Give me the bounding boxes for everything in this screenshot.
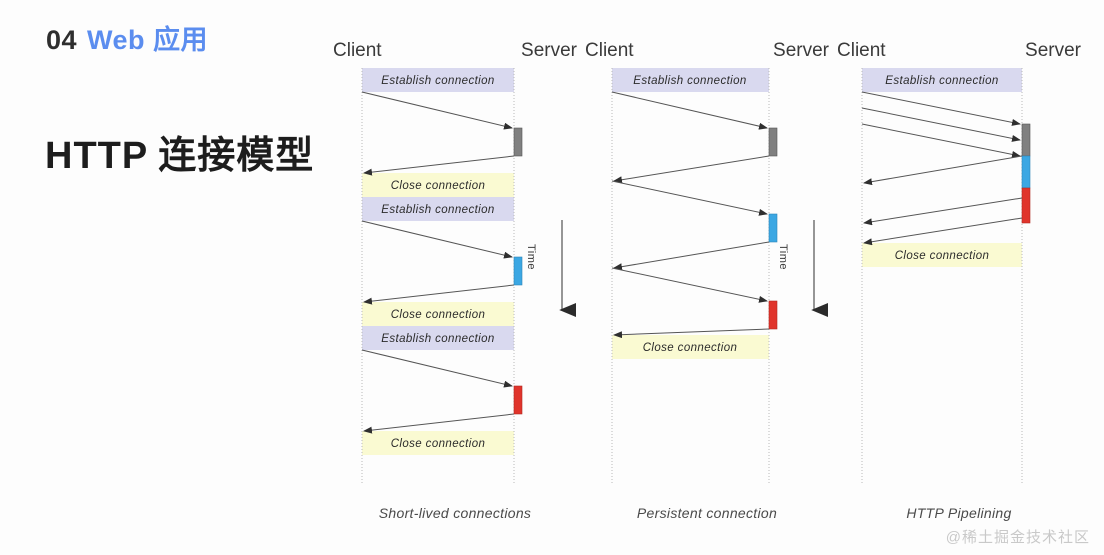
sequence-svg-short-lived: Establish connection Close connection Es… [330,68,580,498]
diagram-pipelining: Client Server Establish connection Close… [834,0,1084,555]
sequence-svg-pipelining: Establish connection Close connection [834,68,1084,498]
actor-label-server: Server [1025,40,1081,61]
diagram-caption-pipelining: HTTP Pipelining [906,505,1012,521]
diagram-short-lived: Client Server [330,0,580,555]
actor-label-server: Server [773,40,829,61]
kicker-cn: 应用 [153,25,209,55]
kicker-word: Web [87,25,146,55]
band-label-close: Close connection [391,438,486,450]
band-label-establish: Establish connection [885,75,998,87]
time-axis-2: Time [777,218,832,338]
diagram-persistent: Client Server Establish connection Close… [582,0,832,555]
page-title-cn: 连接模型 [158,135,315,177]
band-label-close: Close connection [391,180,486,192]
actor-label-server: Server [521,40,577,61]
band-label-close: Close connection [643,342,738,354]
actor-label-client: Client [837,40,886,61]
kicker-number: 04 [46,25,78,55]
page-title-en: HTTP [45,135,149,177]
actor-label-client: Client [585,40,634,61]
watermark: @稀土掘金技术社区 [945,529,1090,546]
band-label-close: Close connection [391,309,486,321]
band-label-establish: Establish connection [381,204,494,216]
band-label-establish: Establish connection [381,75,494,87]
time-axis-1: Time [525,218,580,338]
diagram-caption-short-lived: Short-lived connections [378,505,532,521]
time-axis-label: Time [525,244,537,271]
band-label-close: Close connection [895,250,990,262]
time-axis-label: Time [777,244,789,271]
diagram-caption-persistent: Persistent connection [636,505,778,521]
sequence-svg-persistent: Establish connection Close connection [582,68,832,498]
band-label-establish: Establish connection [381,333,494,345]
actor-label-client: Client [333,40,382,61]
band-label-establish: Establish connection [633,75,746,87]
